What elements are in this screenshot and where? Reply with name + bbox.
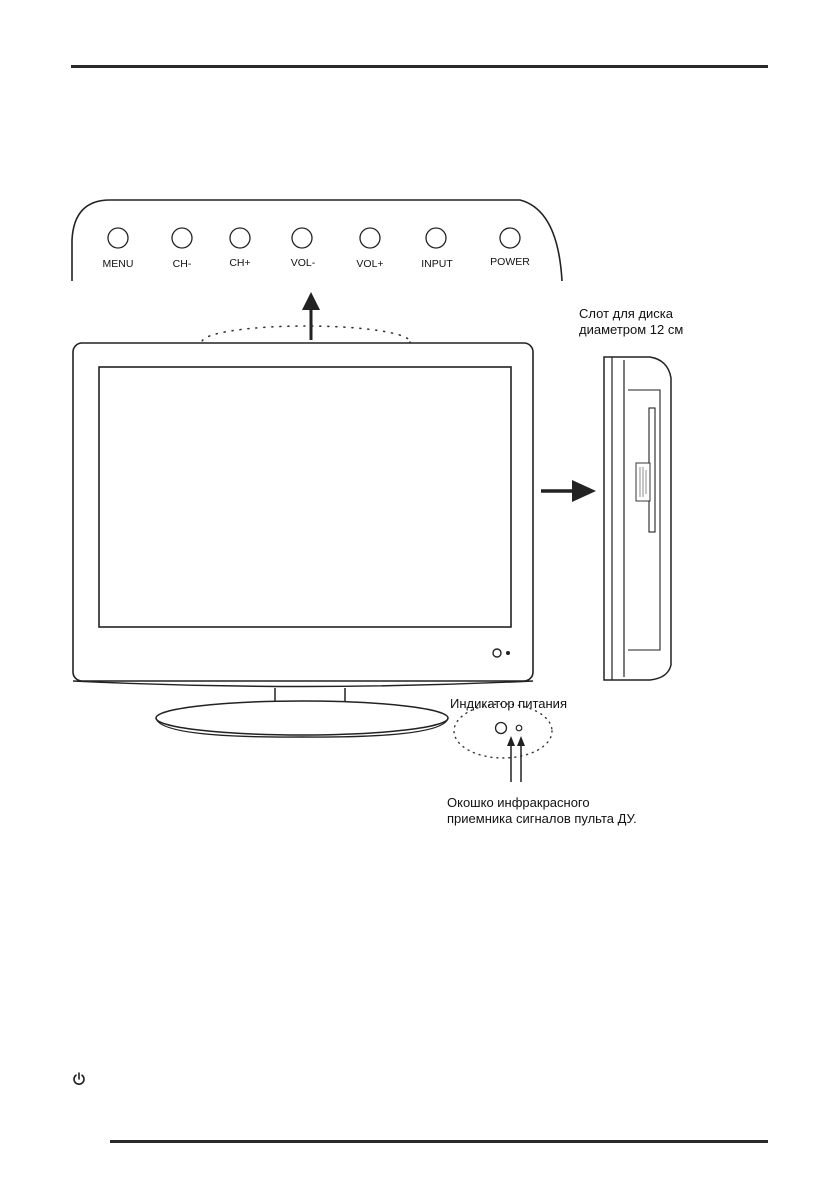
bezel-led-circle (492, 648, 502, 658)
tv-screen (98, 366, 512, 628)
button-label-ch-minus: CH- (172, 258, 192, 270)
button-menu (107, 227, 129, 249)
ir-arrow-head-right (517, 736, 525, 746)
side-arrow-head (572, 480, 596, 502)
control-panel-outline (71, 199, 563, 282)
tv-stand-base (155, 700, 449, 736)
panel-highlight-ellipse (201, 325, 411, 359)
button-vol-plus (359, 227, 381, 249)
disc-slot-label-line1: Слот для диска (579, 306, 674, 321)
button-power (499, 227, 521, 249)
tv-bottom-lip (72, 680, 534, 688)
button-label-input: INPUT (421, 258, 453, 270)
button-label-menu: MENU (102, 258, 134, 270)
button-label-vol-plus: VOL+ (356, 258, 384, 270)
ir-window-label-line1: Окошко инфракрасного (447, 795, 590, 810)
header-rule (71, 65, 768, 68)
bezel-ir-dot (506, 651, 510, 655)
button-label-ch-plus: CH+ (229, 257, 251, 269)
ir-arrow-head-left (507, 736, 515, 746)
power-indicator-led (494, 721, 508, 735)
button-label-vol-minus: VOL- (290, 257, 316, 269)
panel-arrow-head (302, 292, 320, 310)
indicator-zoom-ellipse (453, 703, 553, 759)
side-view-outline (603, 356, 672, 681)
button-label-power: POWER (490, 256, 530, 268)
ir-window-label-line2: приемника сигналов пульта ДУ. (447, 811, 637, 826)
button-ch-minus (171, 227, 193, 249)
ir-receiver-window (515, 724, 523, 732)
disc-slot-label-line2: диаметром 12 см (579, 322, 684, 337)
footer-rule (110, 1140, 768, 1143)
button-input (425, 227, 447, 249)
power-indicator-label: Индикатор питания (450, 696, 567, 711)
tv-stand-base-edge (155, 717, 449, 738)
side-view-panel (628, 389, 661, 651)
button-vol-minus (291, 227, 313, 249)
button-ch-plus (229, 227, 251, 249)
power-icon (73, 1072, 85, 1085)
